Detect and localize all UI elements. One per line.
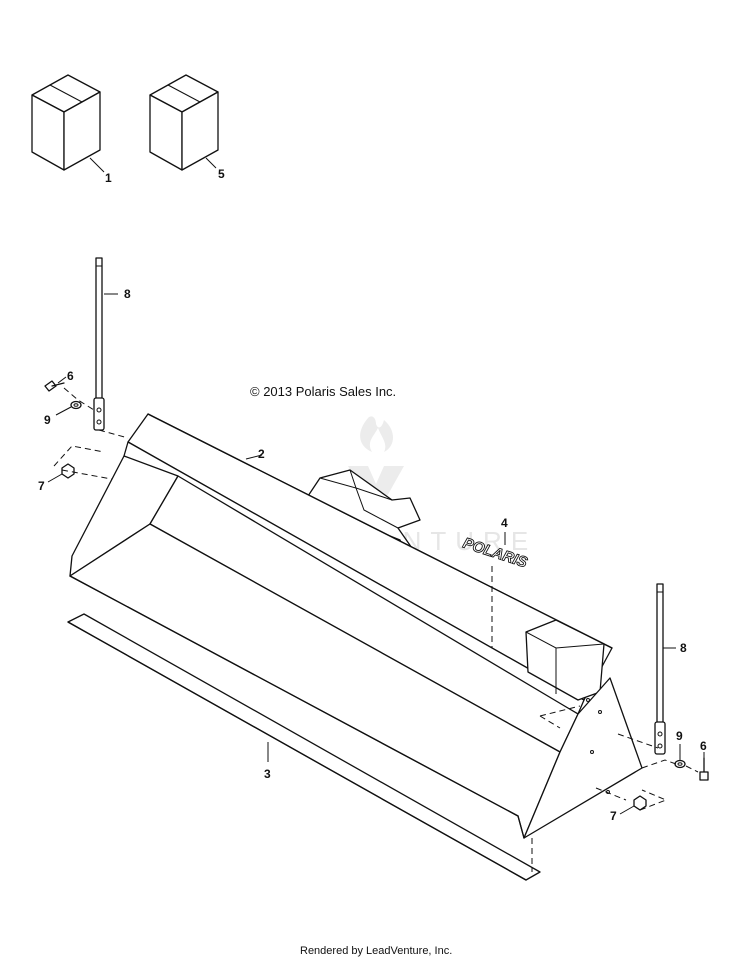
bucket-part-2: [69, 413, 643, 839]
right-rod-part-8: [654, 583, 676, 755]
left-rod-part-8: [93, 257, 118, 431]
callout-3: 3: [264, 767, 271, 781]
right-assembly-lines: [539, 705, 699, 811]
right-nut-part-7: [619, 795, 647, 815]
callout-1: 1: [105, 171, 112, 185]
right-washer-part-9: [674, 744, 686, 769]
left-bolt-part-6: [44, 376, 67, 392]
callout-6-left: 6: [67, 369, 74, 383]
copyright-text: © 2013 Polaris Sales Inc.: [250, 384, 396, 399]
callout-5: 5: [218, 167, 225, 181]
right-bolt-part-6: [699, 752, 709, 781]
left-nut-part-7: [47, 463, 75, 483]
callout-9-right: 9: [676, 729, 683, 743]
callout-2: 2: [258, 447, 265, 461]
callout-7-left: 7: [38, 479, 45, 493]
callout-6-right: 6: [700, 739, 707, 753]
part-5-box: [149, 74, 219, 171]
callout-4: 4: [501, 516, 508, 530]
left-washer-part-9: [55, 400, 82, 416]
footer-credit: Rendered by LeadVenture, Inc.: [300, 945, 452, 957]
callout-9-left: 9: [44, 413, 51, 427]
part-1-box: [31, 74, 105, 173]
callout-8-right: 8: [680, 641, 687, 655]
cutting-edge-part-3: [67, 613, 541, 881]
callout-7-right: 7: [610, 809, 617, 823]
callout-8-left: 8: [124, 287, 131, 301]
